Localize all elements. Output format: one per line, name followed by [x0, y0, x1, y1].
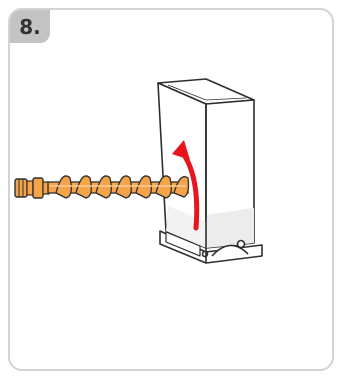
rotate-arrow-icon — [172, 140, 200, 231]
auger-icon — [14, 175, 190, 199]
step-number: 8. — [19, 14, 41, 39]
container-icon — [157, 78, 263, 264]
step-number-badge: 8. — [10, 10, 50, 43]
